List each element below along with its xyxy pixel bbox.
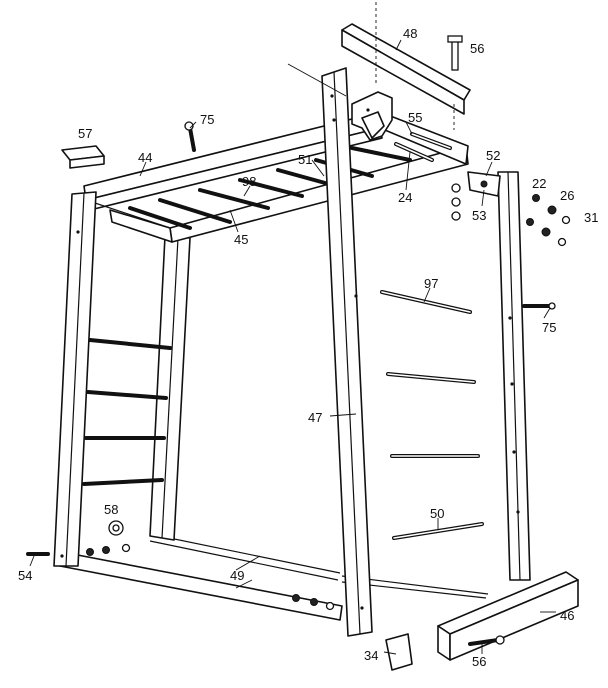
callout-97: 97 bbox=[424, 276, 438, 291]
callout-49: 49 bbox=[230, 568, 244, 583]
angle-bracket bbox=[351, 91, 393, 141]
overhead-ladder-rails bbox=[83, 111, 469, 243]
hardware-54 bbox=[26, 543, 335, 611]
callout-47: 47 bbox=[308, 410, 322, 425]
callout-56-top: 56 bbox=[470, 41, 484, 56]
callout-53: 53 bbox=[472, 208, 486, 223]
callout-98: 98 bbox=[242, 174, 256, 189]
top-beam-part-48 bbox=[341, 2, 471, 130]
callout-46: 46 bbox=[560, 608, 574, 623]
hardware-nuts-washers bbox=[451, 183, 571, 247]
callout-54: 54 bbox=[18, 568, 32, 583]
bolts-55-24 bbox=[394, 132, 452, 162]
end-cap-34 bbox=[385, 633, 413, 671]
bracket-52-53 bbox=[467, 171, 501, 197]
callout-55: 55 bbox=[408, 110, 422, 125]
bolt-75-top bbox=[184, 121, 196, 152]
callout-44: 44 bbox=[138, 150, 152, 165]
callout-22: 22 bbox=[532, 176, 546, 191]
leader-lines bbox=[29, 39, 556, 655]
callout-24: 24 bbox=[398, 190, 412, 205]
center-post-part-47 bbox=[321, 67, 373, 637]
left-front-post bbox=[53, 191, 97, 567]
end-cap-57 bbox=[61, 145, 105, 169]
climbing-rungs-97-50 bbox=[380, 290, 484, 540]
left-ladder-rungs bbox=[82, 338, 172, 486]
callout-52: 52 bbox=[486, 148, 500, 163]
left-rear-post bbox=[149, 235, 191, 541]
callout-75-right: 75 bbox=[542, 320, 556, 335]
callout-48: 48 bbox=[403, 26, 417, 41]
callout-50: 50 bbox=[430, 506, 444, 521]
bolt-75-right bbox=[522, 302, 556, 310]
bolt-56-top bbox=[447, 35, 463, 71]
callout-26: 26 bbox=[560, 188, 574, 203]
foot-bar-part-46 bbox=[437, 571, 579, 661]
callout-labels: 48 56 57 75 55 44 51 98 52 22 26 31 24 5… bbox=[18, 26, 598, 669]
callout-34: 34 bbox=[364, 648, 378, 663]
callout-31: 31 bbox=[584, 210, 598, 225]
right-rear-post bbox=[497, 171, 531, 581]
callout-45: 45 bbox=[234, 232, 248, 247]
callout-57: 57 bbox=[78, 126, 92, 141]
callout-51: 51 bbox=[298, 152, 312, 167]
callout-75-top: 75 bbox=[200, 112, 214, 127]
callout-58: 58 bbox=[104, 502, 118, 517]
callout-56-bottom: 56 bbox=[472, 654, 486, 669]
hardware-58 bbox=[108, 520, 124, 536]
